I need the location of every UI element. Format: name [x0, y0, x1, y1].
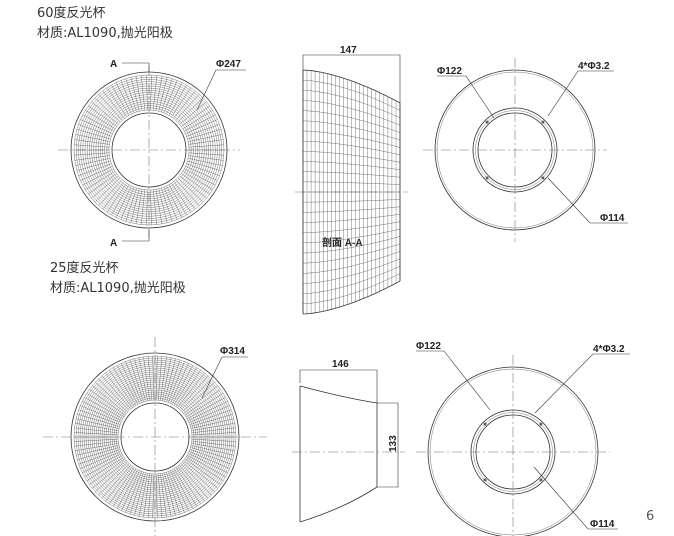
mount-hole	[541, 176, 545, 180]
section1-front-view: A A Φ247	[58, 59, 246, 249]
mount-hole	[485, 120, 489, 124]
mount-hole	[539, 422, 543, 426]
dimension-line	[299, 369, 378, 403]
mesh-radials	[74, 74, 224, 226]
leader-line	[534, 353, 630, 414]
section1-material: 材质:AL1090,抛光阳极	[37, 26, 173, 41]
dimension-line	[377, 402, 399, 488]
diameter-114-label: Φ114	[590, 519, 615, 530]
leader-line	[547, 70, 614, 117]
mount-hole	[485, 176, 489, 180]
holes-label: 4*Φ3.2	[593, 344, 625, 355]
leader-line	[196, 69, 246, 111]
section1-title: 60度反光杯	[37, 5, 106, 21]
section2-title: 25度反光杯	[50, 260, 119, 276]
outer-rim	[70, 71, 228, 229]
mount-hole	[483, 422, 487, 426]
leader-line	[547, 177, 628, 224]
height-dimension: 133	[388, 435, 399, 452]
section2-side-view: 146 133	[292, 359, 405, 523]
section-caption: 剖面 A-A	[322, 236, 363, 249]
leader-line	[437, 75, 495, 119]
section1-side-view: 147 剖面 A-A	[295, 45, 408, 315]
diameter-122-label: Φ122	[416, 341, 441, 352]
diameter-114-label: Φ114	[600, 213, 625, 224]
section-line-top	[122, 62, 150, 72]
page-number: 6	[646, 509, 654, 524]
section-mark-top: A	[110, 59, 117, 70]
section-line-bottom	[122, 230, 150, 242]
outer-diameter-label: Φ247	[216, 59, 241, 70]
holes-label: 4*Φ3.2	[578, 61, 610, 72]
leader-line	[533, 466, 618, 530]
diameter-122-label: Φ122	[437, 66, 462, 77]
inner-hole	[111, 112, 187, 188]
leader-line	[201, 356, 248, 399]
outline	[299, 385, 378, 523]
section1-back-view: Φ122 4*Φ3.2 Φ114	[423, 58, 628, 242]
length-dimension: 146	[332, 359, 349, 370]
mesh-horizontals	[302, 80, 401, 304]
outer-diameter-label: Φ314	[220, 346, 245, 357]
section-mark-bottom: A	[110, 238, 117, 249]
outline	[302, 69, 401, 315]
mount-hole	[541, 120, 545, 124]
dimension-line	[302, 54, 401, 103]
mount-hole	[539, 478, 543, 482]
section2-front-view: Φ314	[43, 337, 267, 536]
section2-material: 材质:AL1090,抛光阳极	[50, 281, 186, 296]
mount-hole	[483, 478, 487, 482]
section2-back-view: Φ122 4*Φ3.2 Φ114	[416, 341, 630, 536]
length-dimension: 147	[340, 45, 357, 56]
leader-line	[416, 350, 491, 411]
